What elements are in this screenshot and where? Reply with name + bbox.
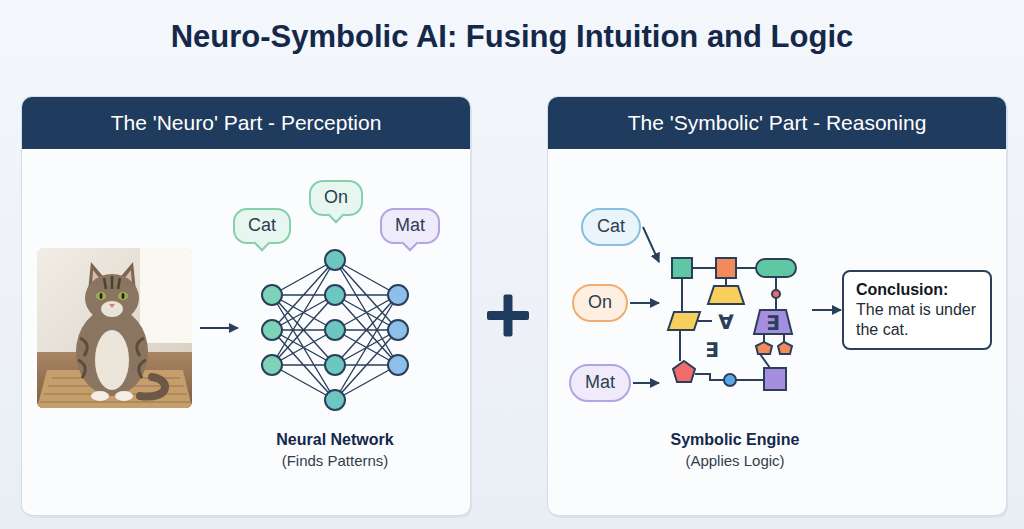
figure-caption: Symbolic Engine(Applies Logic) <box>660 430 810 470</box>
diagram-title: Neuro-Symbolic AI: Fusing Intuition and … <box>0 18 1024 55</box>
perception-panel: The 'Neuro' Part - PerceptionCat OnMatNeu… <box>22 97 470 515</box>
symbolic-engine-graphic-part <box>708 286 744 304</box>
neural-network-graphic-part <box>325 250 345 270</box>
figure-title: Neural Network <box>250 430 420 451</box>
cat-photo-part <box>96 292 106 300</box>
cat-photo-part <box>91 391 109 401</box>
symbol-text: Mat <box>585 372 615 394</box>
symbolic-engine-graphic-part <box>724 374 736 386</box>
neural-network-graphic-part <box>388 320 408 340</box>
symbol-text: On <box>588 292 612 314</box>
neural-network-graphic-part <box>272 260 398 400</box>
cat-photo-part <box>115 391 133 401</box>
token-text: On <box>324 187 348 209</box>
flow-arrow <box>633 382 659 384</box>
token-bubble: Mat <box>380 208 440 244</box>
token-text: Mat <box>395 215 425 237</box>
symbolic-engine-graphic-part <box>716 258 736 278</box>
symbolic-engine-graphic-part <box>764 368 786 390</box>
symbolic-engine-graphic-part <box>772 290 780 298</box>
panel-card <box>22 97 1008 518</box>
neural-network-graphic-part <box>388 355 408 375</box>
logic-symbol: ∃ <box>705 340 719 360</box>
neural-network-graphic-part <box>262 320 282 340</box>
neural-network-graphic <box>262 250 408 410</box>
neural-network-graphic-part <box>262 285 282 305</box>
logic-symbol: ∀ <box>718 312 733 332</box>
neural-network-graphic-part <box>325 285 345 305</box>
cat-photo-part <box>95 330 129 390</box>
neural-network-graphic-part <box>388 285 408 305</box>
flow-arrow <box>630 302 659 304</box>
cat-photo-part <box>109 304 115 308</box>
cat-photo-part <box>100 293 103 299</box>
input-arrow <box>200 328 238 329</box>
plus-sign <box>487 295 529 337</box>
symbolic-engine-graphic-part <box>668 312 700 330</box>
conclusion-box: Conclusion:The mat is under the cat. <box>842 270 992 350</box>
plus-sign-part <box>504 295 513 337</box>
symbol-pill: Mat <box>569 364 631 402</box>
conclusion-text: The mat is under the cat. <box>856 300 978 340</box>
symbol-pill: On <box>572 284 628 322</box>
reasoning-panel: The 'Symbolic' Part - ReasoningCatOnMatS… <box>548 97 1006 515</box>
symbolic-engine-graphic-part <box>754 310 792 334</box>
cat-photo-part <box>101 301 123 317</box>
token-bubble: Cat <box>233 208 291 244</box>
figure-caption: Neural Network(Finds Patterns) <box>250 430 420 470</box>
panel-card-part <box>548 97 1006 515</box>
cat-photo-part <box>118 292 128 300</box>
neural-network-graphic-part <box>325 390 345 410</box>
cat-photo-part <box>37 248 192 408</box>
cat-photo-part <box>122 293 125 299</box>
panel-header-band: The 'Neuro' Part - Perception <box>22 97 470 149</box>
flow-arrow <box>643 227 659 262</box>
panel-heading: The 'Neuro' Part - Perception <box>111 111 382 135</box>
flow-arrow <box>812 309 841 311</box>
symbolic-engine-graphic-part <box>756 342 772 354</box>
panel-card-part <box>22 97 470 515</box>
neural-network-graphic-part <box>325 355 345 375</box>
token-bubble: On <box>309 180 363 216</box>
symbolic-engine-graphic-part <box>756 259 796 277</box>
panel-header-band: The 'Symbolic' Part - Reasoning <box>548 97 1006 149</box>
symbolic-engine-graphic-part <box>668 258 796 390</box>
figure-title: Symbolic Engine <box>660 430 810 451</box>
symbolic-engine-graphic-part <box>672 258 692 278</box>
cat-photo-part <box>85 274 139 322</box>
cat-photo <box>37 248 192 408</box>
symbolic-engine-graphic-part <box>673 361 695 382</box>
figure-subtitle: (Applies Logic) <box>660 451 810 471</box>
cat-photo-part <box>140 248 192 343</box>
neural-network-graphic-part <box>262 355 282 375</box>
logic-symbol: ∃ <box>766 313 780 333</box>
token-text: Cat <box>248 215 276 237</box>
symbolic-engine-graphic <box>668 258 796 390</box>
neural-network-graphic-part <box>325 320 345 340</box>
neural-network-figure: Neural Network(Finds Patterns) <box>250 250 420 470</box>
cat-photo-part <box>104 276 120 289</box>
conclusion-heading: Conclusion: <box>856 280 978 300</box>
panel-heading: The 'Symbolic' Part - Reasoning <box>628 111 927 135</box>
symbolic-engine-figure: Symbolic Engine(Applies Logic) ∀ ∃ ∃ <box>660 250 810 470</box>
figure-subtitle: (Finds Patterns) <box>250 451 420 471</box>
cat-photo-part <box>140 377 165 397</box>
neural-network-graphic-part <box>262 250 408 410</box>
input-arrow-part <box>200 327 238 329</box>
symbol-text: Cat <box>597 216 625 238</box>
symbol-pill: Cat <box>581 208 641 246</box>
symbolic-engine-graphic-part <box>778 342 792 354</box>
